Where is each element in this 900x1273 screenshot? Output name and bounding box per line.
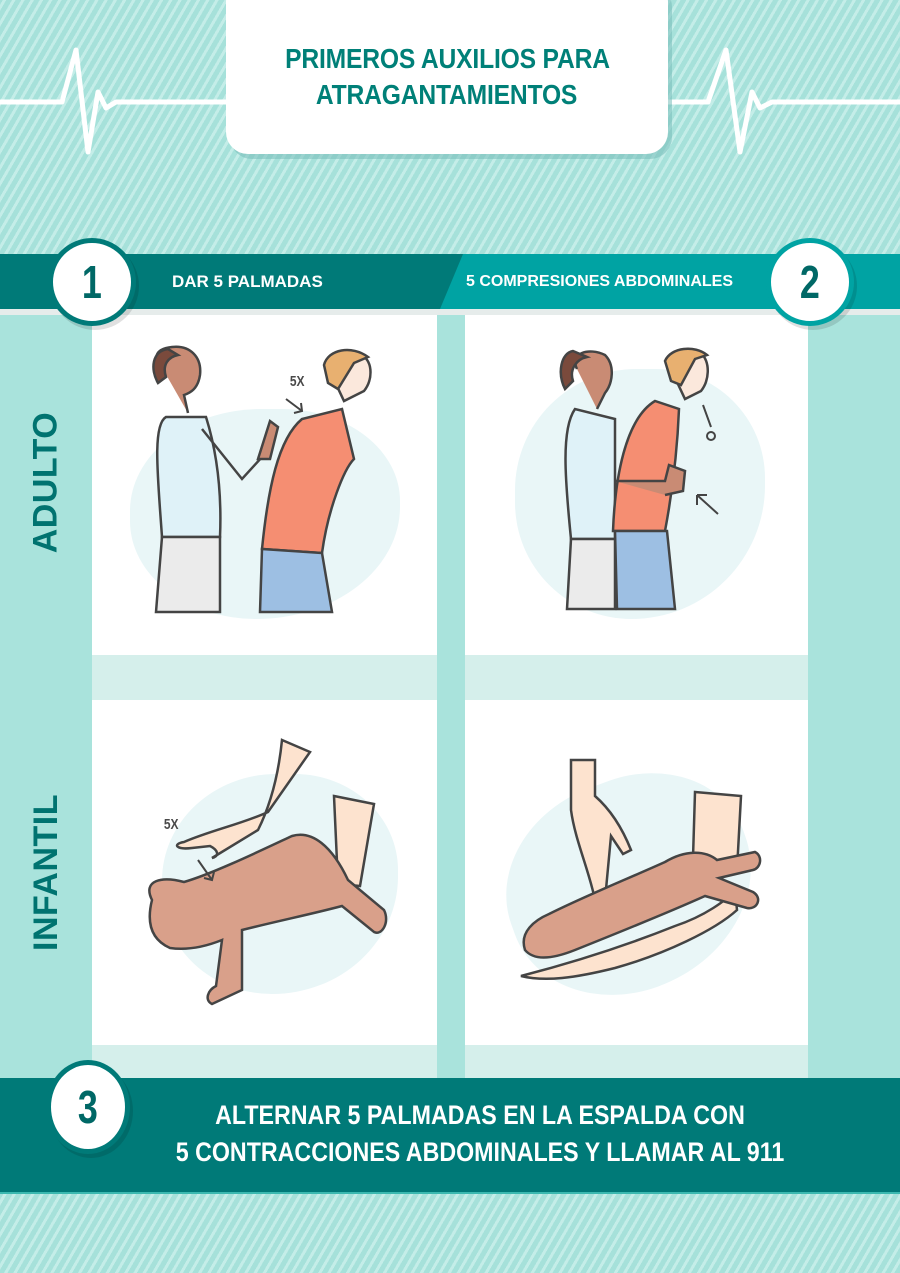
step-3-instruction: ALTERNAR 5 PALMADAS EN LA ESPALDA CON 5 … [100,1097,860,1171]
right-column [808,309,900,1078]
step-3-badge: 3 [46,1060,130,1154]
step-2-badge: 2 [766,238,854,326]
step-3-band [0,1078,900,1194]
panel-infant-back-blows: 5X [92,700,437,1045]
step-3-line-1: ALTERNAR 5 PALMADAS EN LA ESPALDA CON [215,1100,745,1130]
row-separator-right [465,655,808,700]
step-1-badge: 1 [48,238,136,326]
annotation-5x: 5X [163,816,179,833]
arrow-down-right-icon [197,859,215,882]
panel-adult-back-blows: 5X [92,309,437,655]
bottom-striped-background [0,1192,900,1273]
title-card: PRIMEROS AUXILIOS PARA ATRAGANTAMIENTOS [226,0,668,154]
illustration-adult-abdominal-thrusts [559,347,719,611]
bottom-separator-left [92,1045,437,1078]
middle-divider-column [437,309,465,1078]
heartbeat-line-icon [0,47,900,155]
illustration-infant-chest-compressions [520,758,762,981]
arrow-down-right-icon [285,398,304,414]
page-title-line-1: PRIMEROS AUXILIOS PARA [284,43,610,74]
step-header-shadow [0,309,900,315]
illustration-infant-back-blows [148,738,388,1006]
row-separator-left [92,655,437,700]
step-2-label: 5 COMPRESIONES ABDOMINALES [466,273,733,290]
row-label-adult: ADULTO [26,411,65,553]
step-3-line-2: 5 CONTRACCIONES ABDOMINALES Y LLAMAR AL … [175,1137,785,1167]
row-label-infant: INFANTIL [26,794,65,951]
annotation-5x: 5X [289,373,305,390]
page-title-line-2: ATRAGANTAMIENTOS [316,79,578,110]
panel-adult-abdominal-thrusts [465,309,808,655]
bottom-separator-right [465,1045,808,1078]
panel-infant-chest-compressions [465,700,808,1045]
step-1-label: DAR 5 PALMADAS [172,272,323,291]
illustration-adult-back-blows [152,345,372,614]
left-row-label-column [0,309,92,1078]
